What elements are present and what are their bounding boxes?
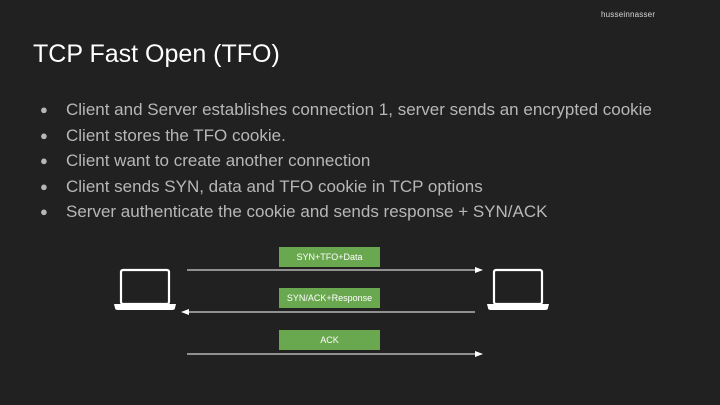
bullet-marker: ●: [40, 204, 48, 219]
message-label-syn-tfo-data: SYN+TFO+Data: [279, 247, 380, 267]
bullet-text: Client and Server establishes connection…: [66, 100, 652, 119]
client-laptop-icon: [114, 268, 176, 310]
message-label-syn-ack-response: SYN/ACK+Response: [279, 288, 380, 308]
bullet-text: Client sends SYN, data and TFO cookie in…: [66, 176, 483, 196]
bullet-text: Client want to create another connection: [66, 151, 371, 170]
server-laptop-icon: [487, 268, 549, 310]
bullet-marker: ●: [40, 178, 48, 194]
bullet-marker: ●: [40, 102, 48, 117]
bullet-text: Server authenticate the cookie and sends…: [66, 202, 548, 221]
author-credit: husseinnasser: [601, 10, 656, 19]
message-label-ack: ACK: [279, 330, 380, 350]
bullet-marker: ●: [40, 127, 48, 143]
slide-title: TCP Fast Open (TFO): [33, 40, 280, 68]
bullet-marker: ●: [40, 153, 48, 168]
bullet-text: Client stores the TFO cookie.: [66, 125, 286, 145]
